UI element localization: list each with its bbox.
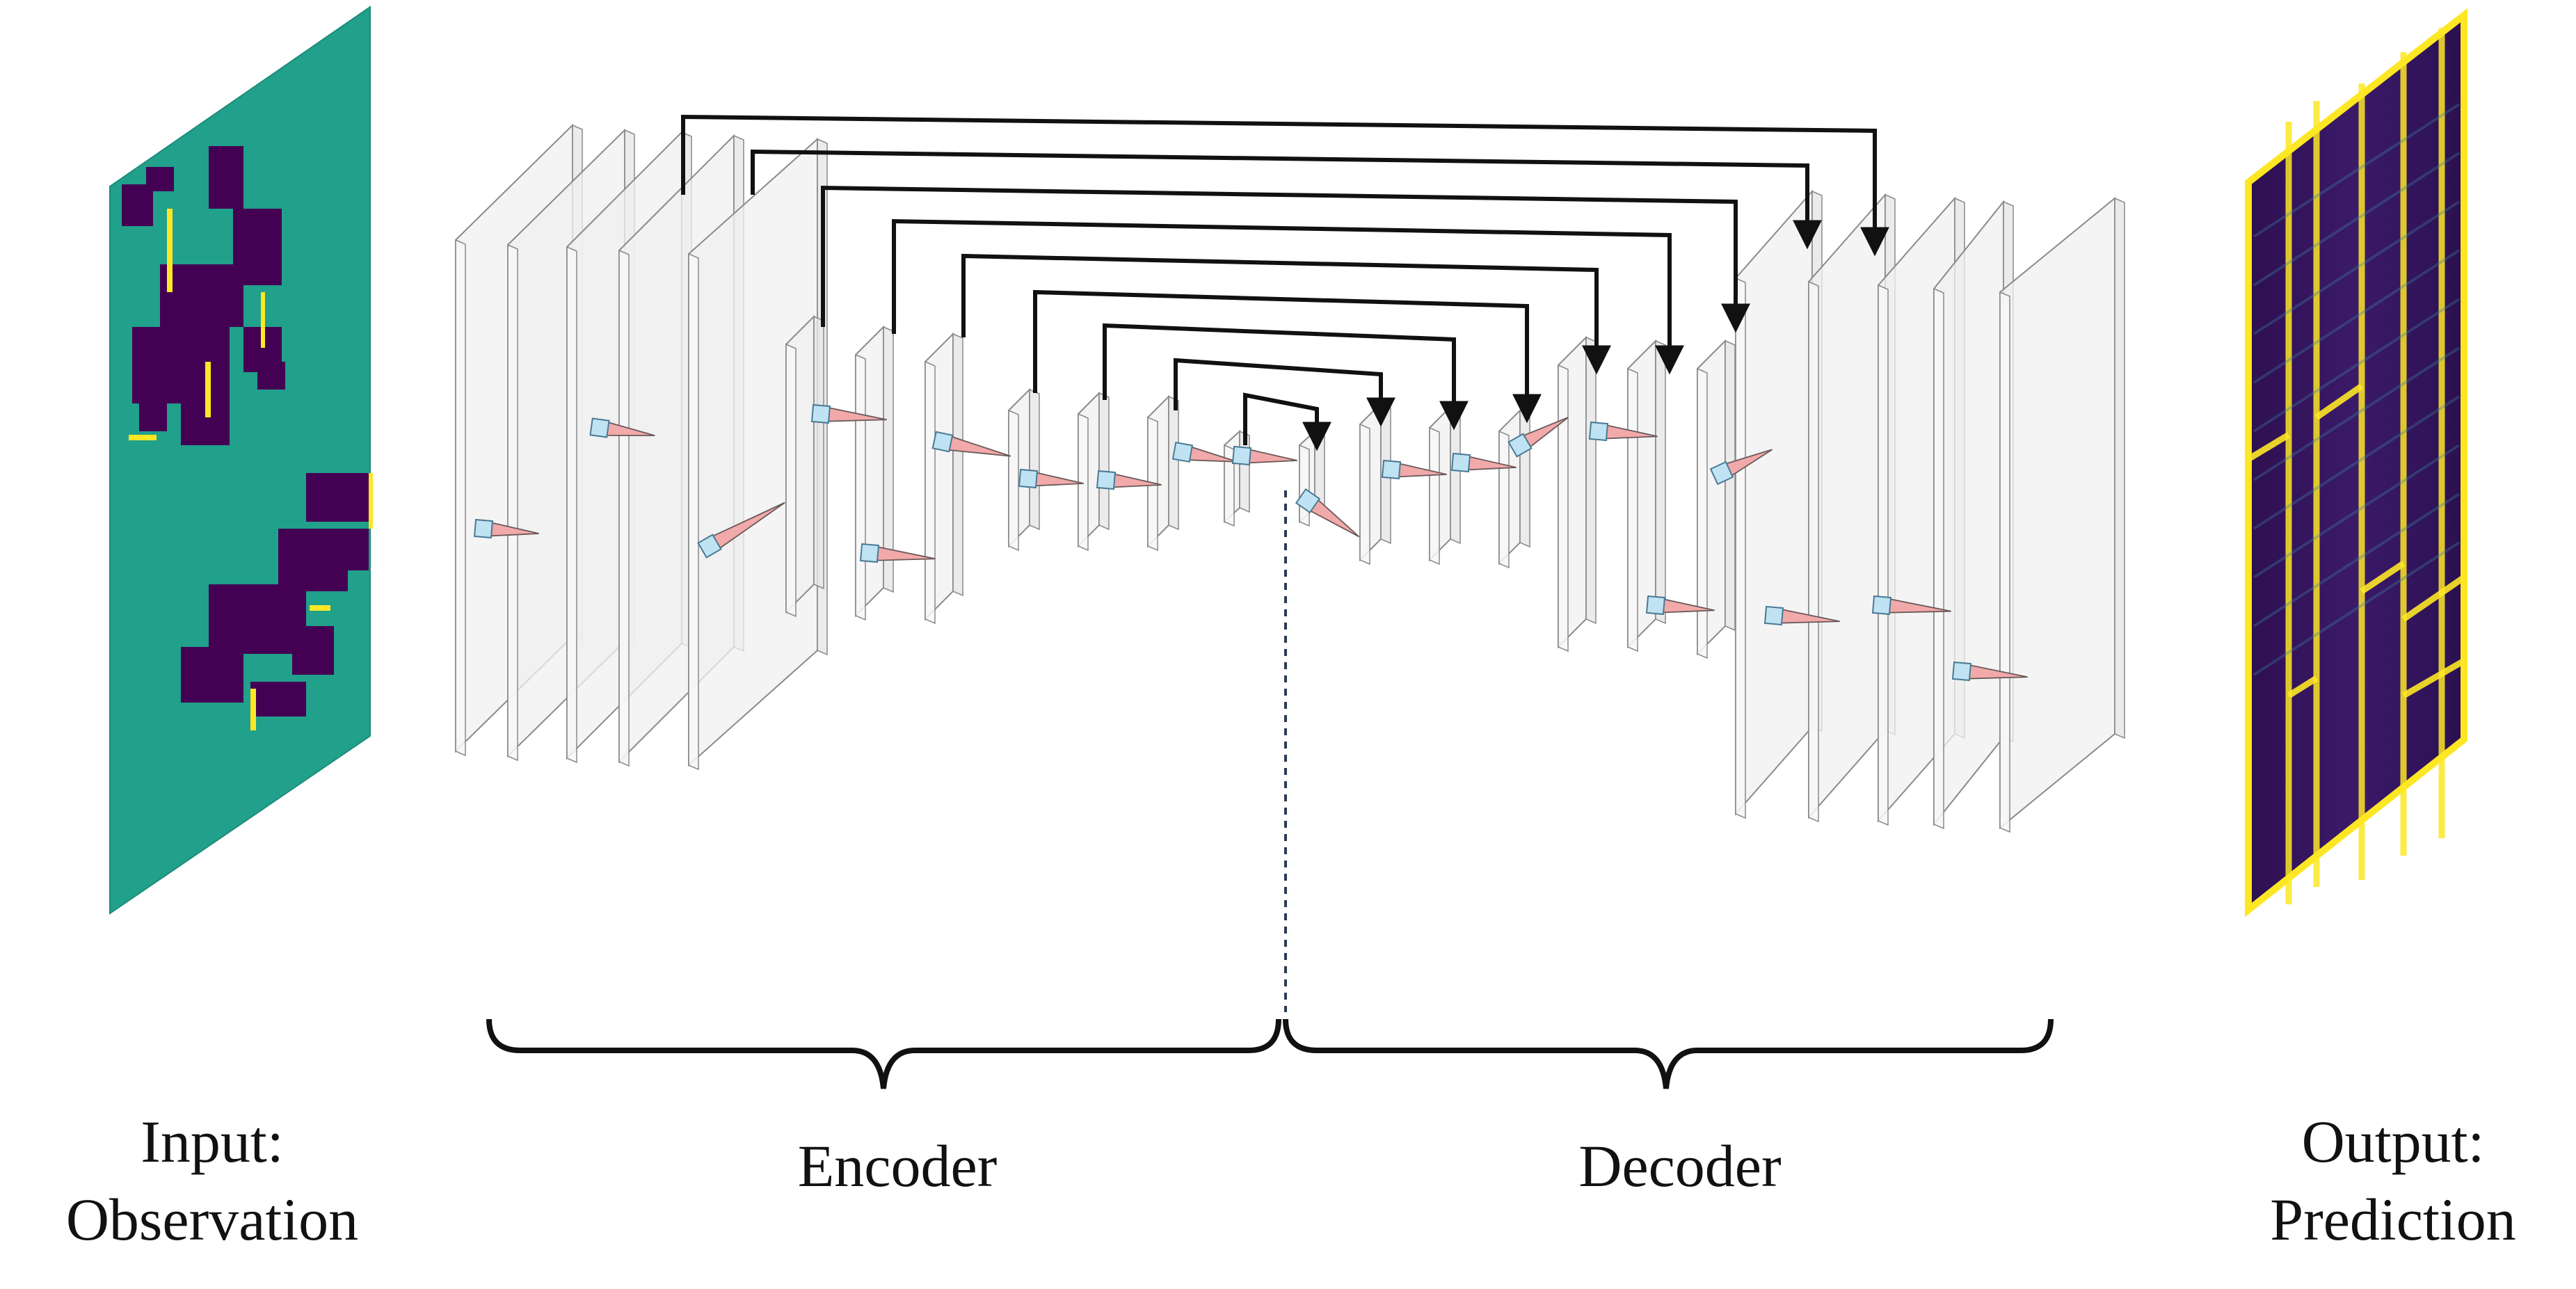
output-faint-line <box>2253 346 2461 481</box>
output-horizontal-line <box>2246 432 2291 462</box>
decoder-brace <box>1283 1018 2054 1089</box>
input-edge-mark <box>167 209 173 292</box>
kernel-cone-icon <box>1588 421 1658 442</box>
kernel-cone-icon <box>1450 452 1517 473</box>
feature-map-layer <box>1359 401 1391 566</box>
kernel-cone-icon <box>1645 595 1715 616</box>
kernel-cone-icon <box>1507 417 1569 458</box>
skip-connection-arrow <box>1033 289 1542 424</box>
input-edge-mark <box>129 435 157 440</box>
kernel-glyphs <box>473 403 2028 682</box>
output-horizontal-line <box>2401 658 2466 698</box>
input-observation-panel <box>109 6 373 915</box>
kernel-cone-icon <box>473 518 539 539</box>
skip-connection-arrow <box>1103 323 1469 431</box>
feature-map-layer <box>1147 394 1179 552</box>
input-blob <box>292 626 334 675</box>
kernel-cone-icon <box>931 431 1011 457</box>
input-blob <box>139 397 167 431</box>
kernel-cone-icon <box>1018 468 1084 489</box>
kernel-cone-icon <box>1871 595 1951 616</box>
input-edge-mark <box>205 362 211 417</box>
input-edge-mark <box>250 689 256 730</box>
skip-connection-arrow <box>751 149 1822 250</box>
feature-map-layer <box>1008 387 1040 552</box>
feature-map-layer <box>1999 196 2125 833</box>
input-blob <box>209 146 243 209</box>
input-panel-background <box>109 6 371 915</box>
skip-connection-arrow <box>892 218 1684 375</box>
output-line-pattern <box>2246 28 2466 904</box>
kernel-cone-icon <box>810 403 887 424</box>
input-blob <box>327 529 369 570</box>
kernel-cone-icon <box>1709 449 1773 486</box>
kernel-cone-icon <box>859 543 936 563</box>
input-edge-mark <box>261 292 265 348</box>
output-faint-line <box>2253 103 2461 238</box>
output-faint-line <box>2253 395 2461 530</box>
encoder-label: Encoder <box>797 1132 998 1199</box>
output-faint-line <box>2253 298 2461 433</box>
kernel-cone-icon <box>697 502 785 559</box>
input-blob <box>181 647 243 703</box>
output-faint-line <box>2253 541 2461 676</box>
feature-map-layer <box>785 314 824 618</box>
input-blob <box>146 167 174 191</box>
kernel-cone-icon <box>1763 605 1840 626</box>
skip-connection-arrow <box>1174 358 1395 427</box>
feature-map-layer <box>1224 429 1250 527</box>
output-faint-line <box>2253 493 2461 627</box>
kernel-cone-icon <box>1295 488 1360 538</box>
input-blob <box>250 682 306 716</box>
skip-connection-arrow <box>821 185 1750 333</box>
kernel-cone-icon <box>1951 661 2028 682</box>
feature-map-layer <box>1697 339 1736 659</box>
input-caption: Input: Observation <box>28 1103 397 1258</box>
encoder-brace <box>486 1018 1281 1089</box>
feature-map-layer <box>925 332 963 625</box>
feature-map-layer <box>1078 391 1110 552</box>
input-edge-mark <box>310 605 330 611</box>
output-horizontal-line <box>2360 561 2406 594</box>
input-blob <box>160 264 243 327</box>
kernel-cone-icon <box>589 417 655 438</box>
output-horizontal-line <box>2401 575 2466 622</box>
output-caption-line1: Output: <box>2301 1108 2485 1175</box>
output-caption-line2: Prediction <box>2270 1186 2516 1253</box>
input-blob <box>306 473 369 522</box>
kernel-cone-icon <box>1381 459 1447 480</box>
output-horizontal-line <box>2287 675 2319 698</box>
output-horizontal-line <box>2314 383 2364 420</box>
output-faint-line <box>2253 152 2461 287</box>
feature-map-layer <box>1558 335 1597 652</box>
skip-connections <box>681 114 1889 451</box>
decoder-label: Decoder <box>1578 1132 1782 1199</box>
kernel-cone-icon <box>1231 445 1297 466</box>
feature-map-layer <box>1429 405 1461 566</box>
output-prediction-panel <box>2245 8 2467 918</box>
skip-connection-arrow <box>681 114 1889 257</box>
input-blob <box>257 362 285 390</box>
output-caption: Output: Prediction <box>2212 1103 2574 1258</box>
input-caption-line1: Input: <box>141 1108 284 1175</box>
kernel-cone-icon <box>1096 470 1162 490</box>
feature-map-layer <box>855 325 894 621</box>
input-caption-line2: Observation <box>65 1186 359 1253</box>
input-edge-mark <box>369 473 373 529</box>
input-blob-pattern <box>122 146 373 730</box>
input-blob <box>209 584 306 654</box>
kernel-cone-icon <box>1171 441 1238 463</box>
feature-map-layer <box>1627 339 1666 652</box>
output-faint-line <box>2253 200 2461 335</box>
skip-connection-arrow <box>1243 392 1331 451</box>
output-faint-line <box>2253 249 2461 384</box>
output-faint-line <box>2253 444 2461 579</box>
feature-map-layer <box>1498 408 1530 569</box>
skip-connection-arrow <box>961 253 1611 375</box>
